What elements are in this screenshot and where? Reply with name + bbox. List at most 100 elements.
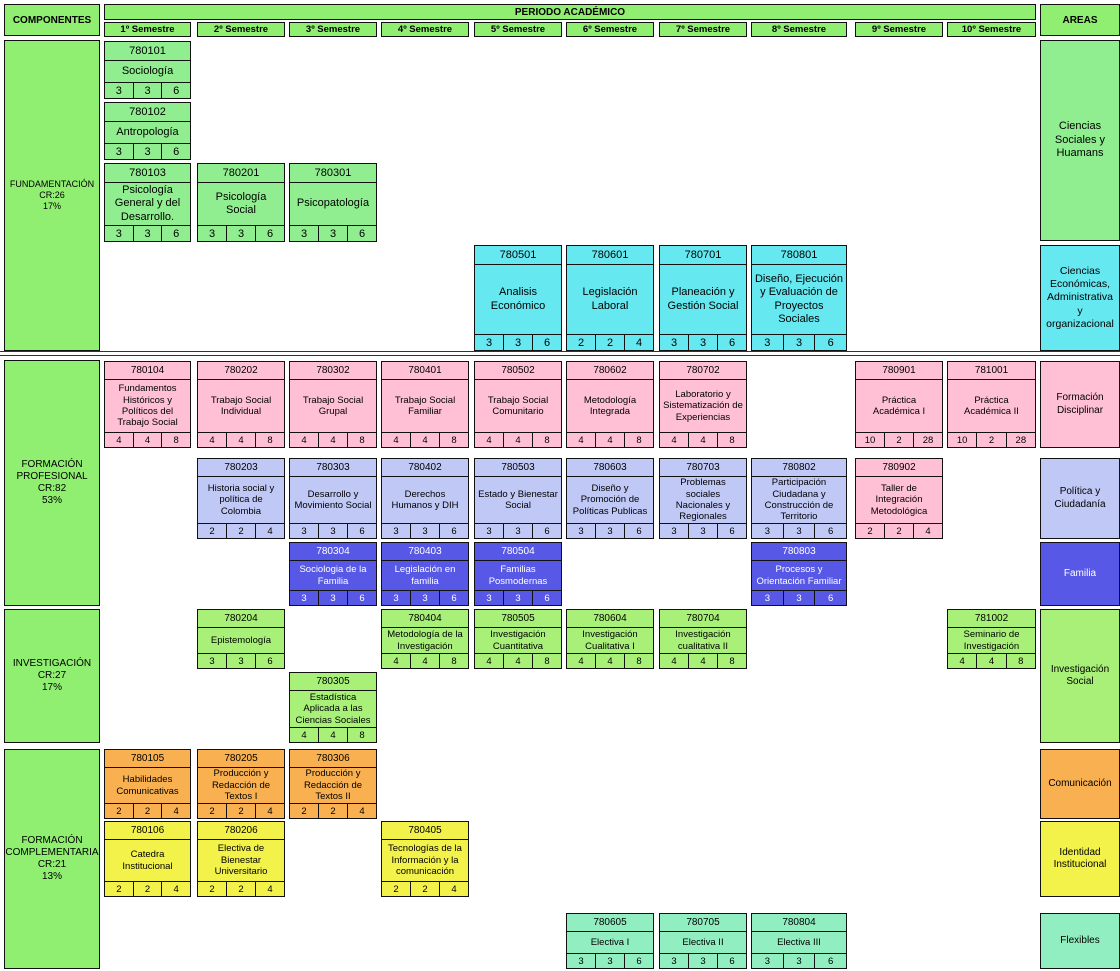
semester-header: 7º Semestre	[659, 22, 747, 37]
course-credit-value: 4	[209, 434, 215, 446]
course-code: 780202	[198, 362, 284, 380]
course-credit-value: 2	[301, 805, 307, 817]
section-divider	[0, 351, 1120, 352]
course-credit-value: 8	[532, 433, 561, 447]
course-credit-value: 3	[208, 227, 216, 240]
course-name: Catedra Institucional	[122, 849, 173, 872]
component-credits: CR:26	[39, 190, 65, 201]
course-code: 780502	[475, 362, 561, 380]
course-credit-value: 3	[318, 226, 347, 241]
course-name: Psicología General y del Desarrollo.	[114, 184, 181, 223]
course-credit-value: 6	[814, 524, 846, 538]
course-credit-value: 8	[347, 433, 376, 447]
course-credit-value: 6	[624, 524, 653, 538]
area-ciencias-sociales: Ciencias Sociales y Huamans	[1040, 40, 1120, 241]
course-credit-value: 2	[116, 805, 122, 817]
course-credit-value: 6	[347, 524, 376, 538]
course-credit-value: 3	[671, 955, 677, 967]
course-name: Fundamentos Históricos y Políticos del T…	[117, 383, 178, 429]
course-credit-value: 6	[814, 954, 846, 968]
course-credit-value: 4	[301, 434, 307, 446]
course-code: 780504	[475, 543, 561, 561]
course-credit-value: 8	[255, 433, 284, 447]
course-name: Investigación Cuantitativa	[490, 629, 546, 652]
course-name: Diseño, Ejecución y Evaluación de Proyec…	[754, 273, 844, 325]
course-code: 780505	[475, 610, 561, 628]
course-credit-value: 4	[578, 434, 584, 446]
course-name: Problemas sociales Nacionales y Regional…	[675, 477, 731, 523]
course-credit-value: 3	[209, 655, 215, 667]
course-code: 780205	[198, 750, 284, 768]
course-credit-value: 4	[624, 335, 653, 350]
componentes-header-label: COMPONENTES	[12, 14, 92, 26]
course-credit-value: 8	[624, 433, 653, 447]
course-name: Derechos Humanos y DIH	[391, 488, 459, 511]
course-credit-value: 6	[439, 591, 468, 605]
course-code: 780602	[567, 362, 653, 380]
course-credit-value: 3	[115, 227, 122, 240]
course-code: 780103	[105, 164, 190, 183]
course-name: Investigación cualitativa II	[675, 629, 731, 652]
course-credit-value: 3	[688, 524, 717, 538]
course-credit-value: 4	[439, 882, 468, 896]
periodo-header: PERIODO ACADÉMICO	[104, 4, 1036, 20]
component-credits: CR:27	[37, 670, 67, 681]
semester-header: 4º Semestre	[381, 22, 469, 37]
course-code: 780302	[290, 362, 376, 380]
course-code: 780306	[290, 750, 376, 768]
course-credit-value: 8	[161, 433, 190, 447]
area-familia: Familia	[1040, 542, 1120, 606]
course-credit-value: 3	[485, 336, 493, 349]
course-code: 780405	[382, 822, 468, 840]
course-credit-value: 2	[226, 804, 255, 818]
course-credit-value: 3	[503, 591, 532, 605]
component-credits: CR:21	[37, 859, 67, 870]
course-code: 780705	[660, 914, 746, 932]
component-percent: 53%	[41, 495, 62, 506]
course-credit-value: 3	[486, 525, 492, 537]
course-credit-value: 6	[717, 524, 746, 538]
course-name: Trabajo Social Grupal	[302, 394, 364, 417]
semester-header: 10º Semestre	[947, 22, 1036, 37]
course-credit-value: 4	[976, 654, 1005, 668]
course-code: 780701	[660, 246, 746, 265]
course-credit-value: 3	[132, 83, 162, 98]
course-credit-value: 2	[132, 804, 162, 818]
semester-header: 9º Semestre	[855, 22, 943, 37]
course-credit-value: 4	[318, 433, 347, 447]
course-credit-value: 3	[226, 226, 255, 241]
course-credit-value: 3	[688, 335, 717, 350]
course-credit-value: 3	[782, 954, 815, 968]
course-credit-value: 4	[161, 804, 190, 818]
course-credit-value: 4	[688, 433, 717, 447]
course-name: Estadística Aplicada a las Ciencias Soci…	[295, 691, 371, 726]
course-credit-value: 3	[782, 524, 815, 538]
